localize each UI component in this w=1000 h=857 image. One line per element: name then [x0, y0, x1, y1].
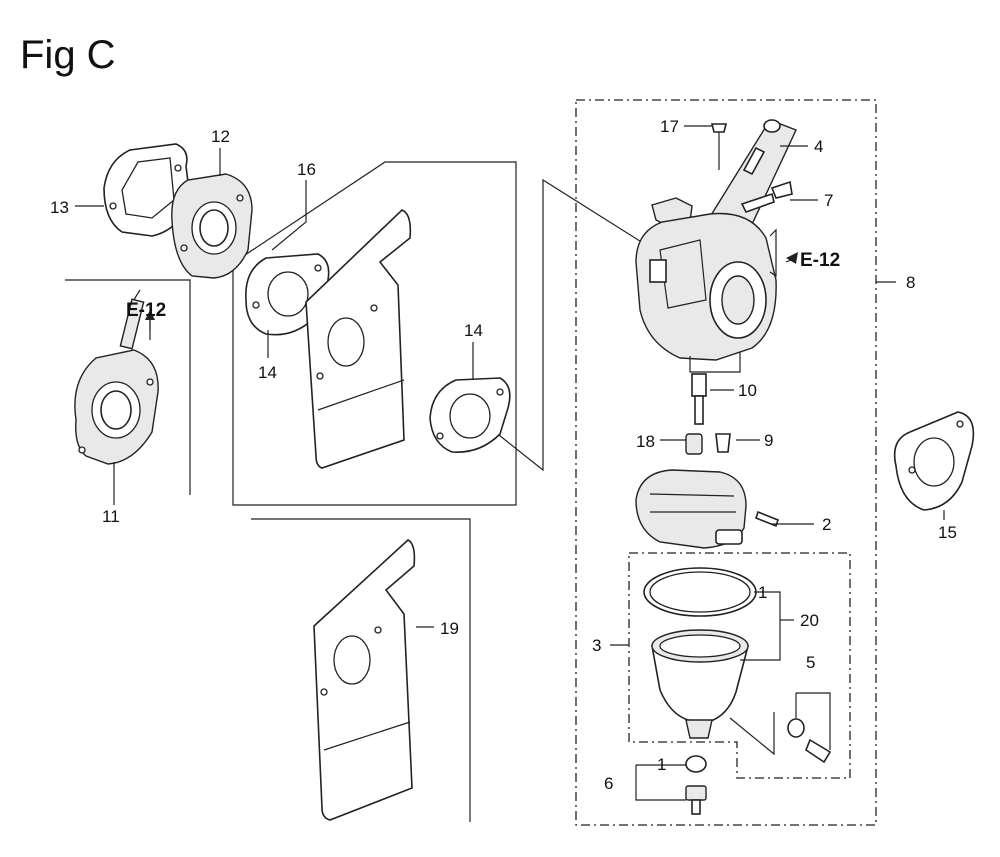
part-1-o-ring — [643, 567, 757, 617]
part-2-float-pin — [755, 510, 779, 528]
callout-14-right: 14 — [464, 321, 483, 340]
figure-title: Fig C — [20, 33, 116, 77]
callout-14-left: 14 — [258, 363, 277, 382]
assembly-outlines — [65, 99, 877, 826]
callout-9: 9 — [764, 431, 773, 450]
carburetor-body — [635, 119, 797, 373]
callout-10: 10 — [738, 381, 757, 400]
part-12-insulator — [171, 173, 253, 279]
part-14-gasket-right — [429, 377, 511, 453]
callout-20: 20 — [800, 611, 819, 630]
callout-13: 13 — [50, 198, 69, 217]
callout-18: 18 — [636, 432, 655, 451]
float-assembly — [635, 469, 747, 549]
part-10-main-nozzle — [691, 373, 707, 425]
reference-arrows — [145, 252, 798, 330]
callout-2: 2 — [822, 515, 831, 534]
callout-1-oring: 1 — [758, 583, 767, 602]
part-13-gasket — [103, 143, 191, 237]
callout-5: 5 — [806, 653, 815, 672]
callout-4: 4 — [814, 137, 823, 156]
callout-numbers: 13 12 16 14 14 11 17 4 7 8 10 18 9 2 15 … — [50, 117, 957, 793]
part-6-drain-screw — [685, 755, 707, 815]
part-16-heat-shield — [305, 209, 412, 469]
callout-1-washer: 1 — [657, 755, 666, 774]
callout-3: 3 — [592, 636, 601, 655]
callout-8: 8 — [906, 273, 915, 292]
reference-label-e12-right: E-12 — [800, 250, 840, 271]
part-19-heat-plate — [313, 539, 416, 821]
callout-6: 6 — [604, 774, 613, 793]
part-9-needle — [715, 433, 731, 453]
part-11-insulator — [74, 289, 159, 465]
callout-19: 19 — [440, 619, 459, 638]
callout-12: 12 — [211, 127, 230, 146]
part-5-washer-bolt — [787, 718, 832, 764]
float-chamber-bowl — [651, 629, 750, 739]
callout-16: 16 — [297, 160, 316, 179]
callout-11: 11 — [102, 507, 120, 526]
reference-label-e12-left: E-12 — [126, 300, 166, 321]
callout-7: 7 — [824, 191, 833, 210]
leader-lines — [75, 125, 945, 801]
part-15-gasket — [893, 411, 975, 511]
callout-17: 17 — [660, 117, 679, 136]
callout-15: 15 — [938, 523, 957, 542]
part-18-jet — [685, 433, 703, 455]
